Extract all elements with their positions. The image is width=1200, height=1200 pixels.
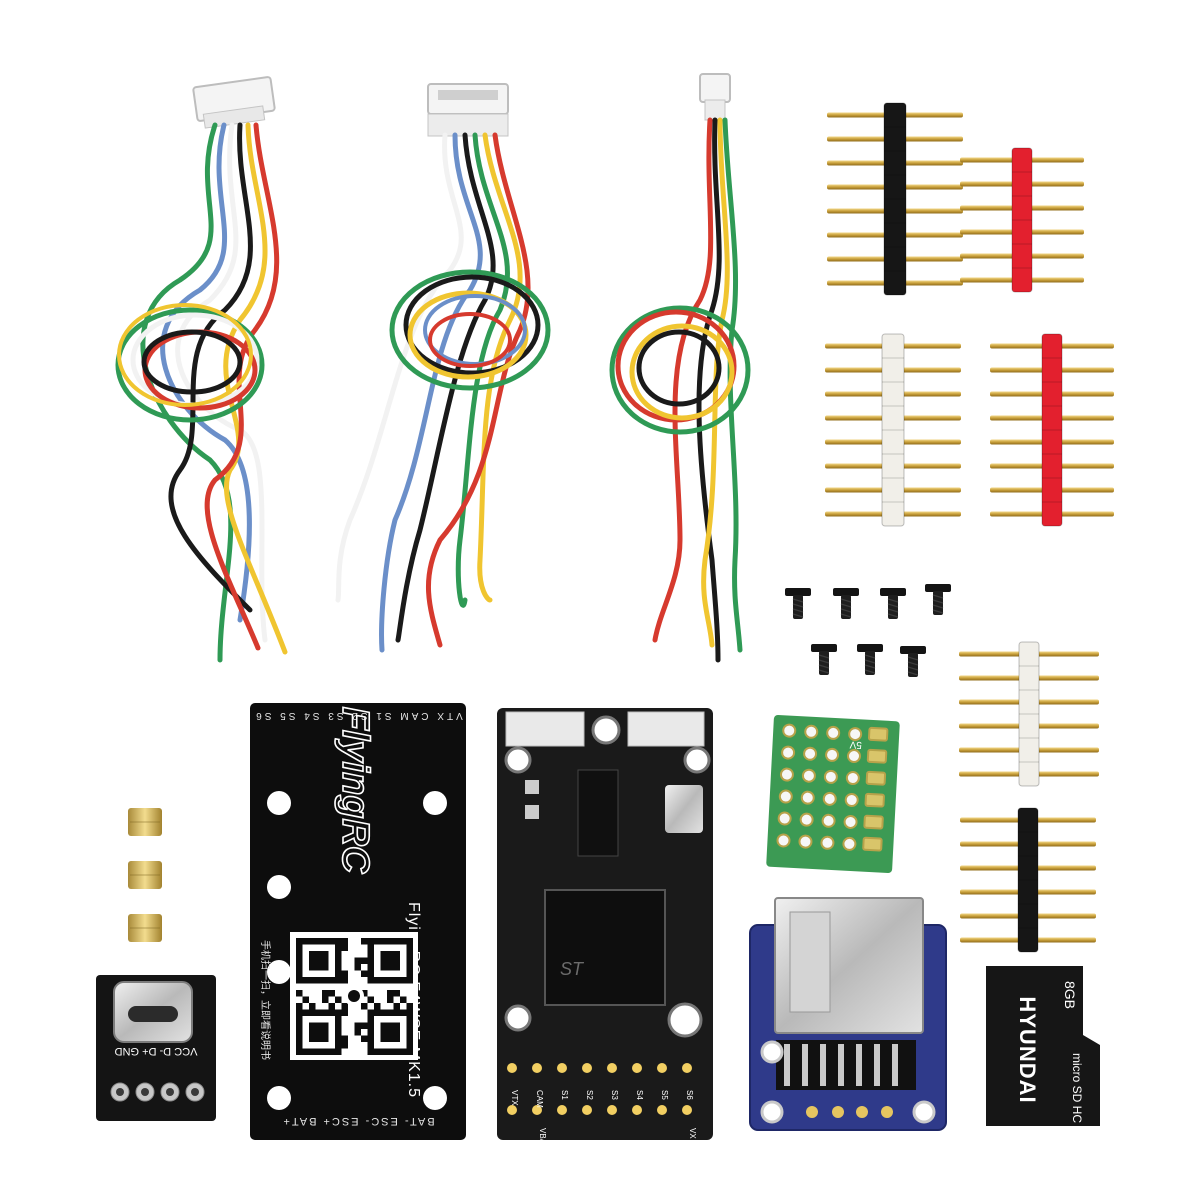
usb-pin-labels: VCC D- D+ GND [115,1045,198,1057]
pin-headers [825,102,1114,953]
screw-5 [811,644,837,675]
pin-header-2 [960,147,1084,293]
screw-7 [900,646,926,677]
pin-header-3 [825,333,961,527]
brass-standoffs [128,808,162,942]
pdb-brand-logo: FlyingRC [334,707,376,874]
pin-header-1 [827,102,963,296]
flight-controller-board: ST VTX CAM S1 S2 S3 S4 S5 S6 VBAT VX [497,708,713,1148]
fc-label-cam: CAM [535,1090,544,1108]
screw-2 [833,588,859,619]
screw-4 [925,584,951,615]
jst-cable-4pin [609,73,751,663]
fc-label-vbat: VBAT [538,1128,547,1148]
screw-3 [880,588,906,619]
screw-1 [785,588,811,619]
screw-6 [857,644,883,675]
microsd-card: HYUNDAI 8GB micro SD HC [986,966,1100,1126]
breakout-5v-label: 5V [849,738,862,750]
sd-type: micro SD HC [1070,1053,1084,1123]
usb-c-breakout-board: VCC D- D+ GND [96,975,216,1121]
pdb-top-pad-labels: VTX CAM S1 S2 S3 S4 S5 S6 [253,710,463,721]
green-breakout-board: 5V [766,715,900,873]
qr-code [290,932,418,1060]
screws [785,584,951,677]
jst-cable-6pin-left [115,76,288,663]
fc-label-vx: VX [688,1128,697,1139]
microsd-card-module [749,897,947,1131]
fc-label-s2: S2 [585,1090,594,1100]
sd-capacity: 8GB [1062,981,1078,1009]
pin-header-5 [959,641,1099,787]
flyingrc-pdb-board: VTX CAM S1 S2 S3 S4 S5 S6 FlyingRC Flyin… [250,703,466,1140]
pdb-chinese-note: 手机扫一扫，立即看说明书 [259,940,272,1060]
fc-label-s1: S1 [560,1090,569,1100]
fc-label-s4: S4 [635,1090,644,1100]
fc-label-s5: S5 [660,1090,669,1100]
fc-label-s3: S3 [610,1090,619,1100]
fc-label-vtx: VTX [510,1090,519,1106]
pin-header-4 [990,333,1114,527]
sd-brand: HYUNDAI [1015,996,1040,1103]
st-logo: ST [560,959,585,979]
pdb-bottom-pad-labels: BAT- ESC- ESC+ BAT+ [281,1115,434,1127]
jst-cable-6pin-middle [335,83,551,653]
fc-label-s6: S6 [685,1090,694,1100]
pin-header-6 [960,807,1096,953]
